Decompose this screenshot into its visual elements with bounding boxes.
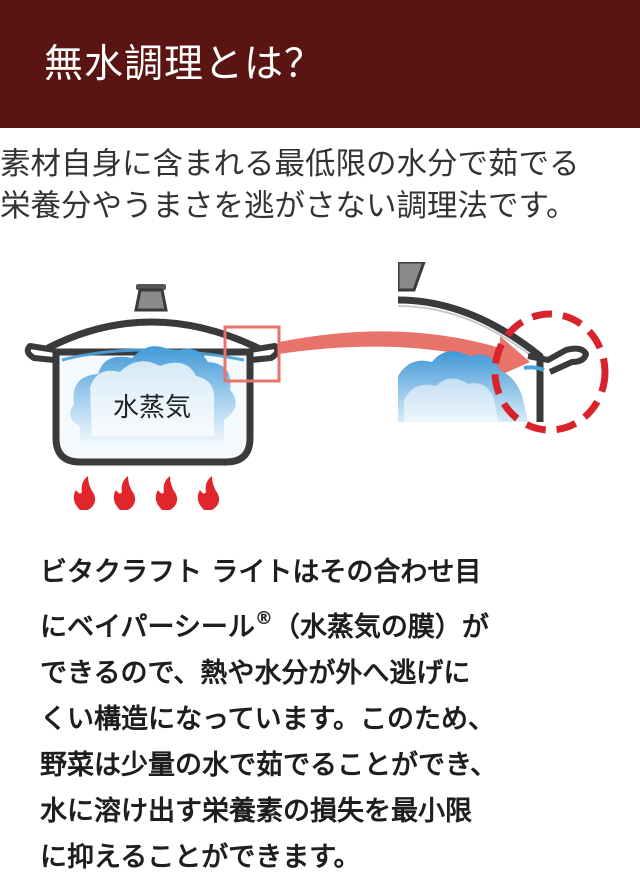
body-line-part: （水蒸気の膜）が [272,612,489,643]
body-line: くい構造になっています。このため、 [40,704,495,735]
flame-icon [197,476,220,510]
seal-highlight-circle [491,310,609,434]
lid-knob-icon [134,284,168,312]
body-line: できるので、熱や水分が外へ逃げに [40,658,471,689]
header-banner: 無水調理とは？ [0,0,640,128]
flame-icon [113,476,136,510]
flame-icons [73,476,220,510]
body-line: ビタクラフト ライトはその合わせ目 [40,557,482,588]
page-title: 無水調理とは？ [44,42,325,87]
right-handle-icon [249,343,281,363]
body-line: 野菜は少量の水で茹でることができ、 [40,750,498,781]
intro-line: 素材自身に含まれる最低限の水分で茹でる [0,147,580,182]
flame-icon [73,476,96,510]
intro-text: 素材自身に含まれる最低限の水分で茹でる 栄養分やうまさを逃がさない調理法です。 [0,144,640,228]
intro-line: 栄養分やうまさを逃がさない調理法です。 [0,189,577,224]
body-line-part: にベイパーシール [40,612,255,643]
left-handle-icon [24,343,56,363]
body-line: に抑えることができます。 [40,842,361,873]
registered-mark: ® [254,608,273,629]
steam-cloud: 水蒸気 [61,346,245,446]
pot-left: 水蒸気 [24,284,281,510]
flame-icon [155,476,178,510]
zoom-arrow [279,331,530,378]
detail-view [398,262,609,434]
description-text: ビタクラフト ライトはその合わせ目 にベイパーシール®（水蒸気の膜）が できるの… [40,550,620,881]
steam-label: 水蒸気 [113,393,191,423]
body-line-with-mark: にベイパーシール®（水蒸気の膜）が [40,596,620,651]
lid-outline [44,318,262,352]
body-line: 水に溶け出す栄養素の損失を最小限 [40,796,472,827]
pot-illustration: 水蒸気 [24,262,609,510]
